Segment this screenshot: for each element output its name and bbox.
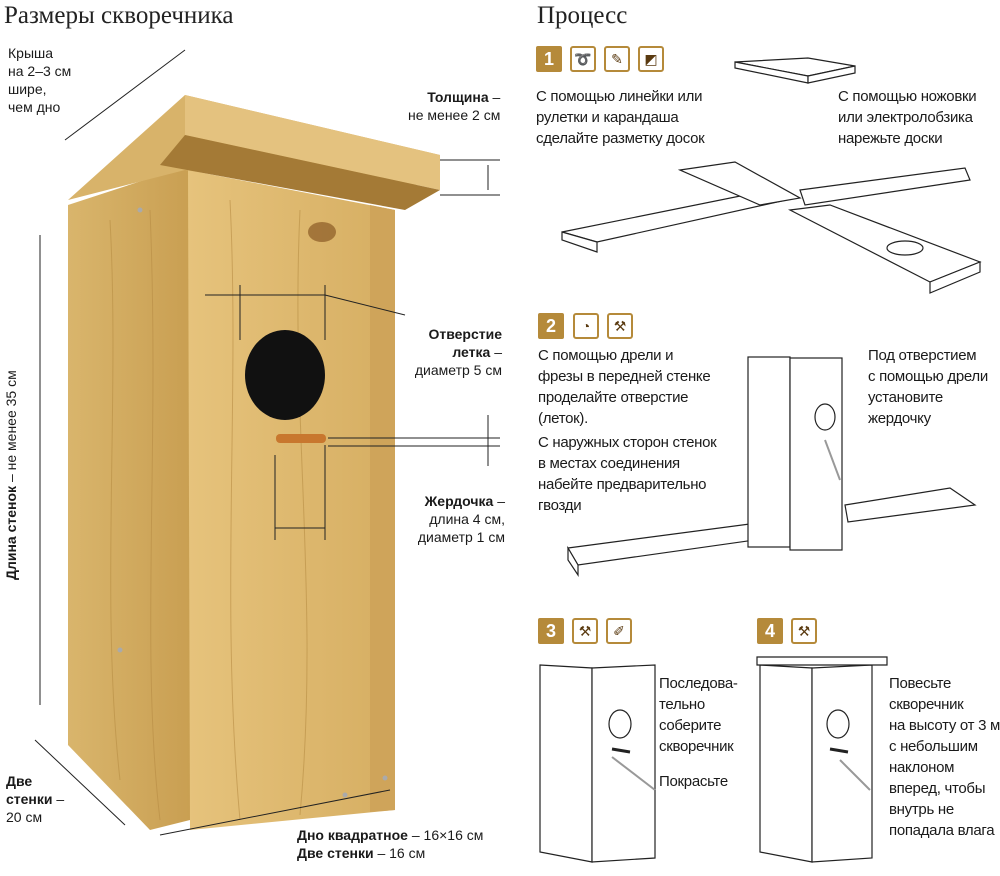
text-line: скворечник — [889, 696, 964, 713]
two-walls-bottom-value: – 16 см — [373, 845, 426, 861]
dash: – — [488, 89, 501, 105]
text-line: с небольшим — [889, 738, 978, 755]
text-line: с помощью дрели — [868, 368, 988, 385]
text-line: тельно — [659, 696, 705, 713]
text-line: фрезы в передней стенке — [538, 368, 711, 385]
two-walls-left-label: Две стенки – 20 см — [6, 772, 64, 826]
hole-label: Отверстие летка – диаметр 5 см — [405, 325, 502, 379]
hammer-icon: ⚒ — [572, 618, 598, 644]
two-walls-value: 20 см — [6, 809, 43, 825]
text-line: наклоном — [889, 759, 955, 776]
bottom-title: Дно квадратное — [297, 827, 408, 843]
pencil-icon: ✎ — [604, 46, 630, 72]
text-line: проделайте отверстие — [538, 389, 689, 406]
dash: – — [490, 344, 502, 360]
perch-length: длина 4 см, — [429, 511, 505, 527]
perch — [276, 434, 326, 443]
text-line: Под отверстием — [868, 347, 977, 364]
step-3-text: Последова- тельно соберите скворечник По… — [659, 673, 738, 792]
two-walls-title-2: стенки — [6, 791, 53, 807]
step-4-text: Повесьте скворечник на высоту от 3 м с н… — [889, 673, 1000, 841]
hammer-icon: ⚒ — [791, 618, 817, 644]
text-line: нарежьте доски — [838, 130, 943, 147]
bottom-value: – 16×16 см — [407, 827, 484, 843]
step-1-text-a: С помощью линейки или рулетки и карандаш… — [536, 86, 705, 149]
two-walls-bottom-title: Две стенки — [297, 845, 374, 861]
text-line: внутрь не — [889, 801, 954, 818]
thickness-label: Толщина – не менее 2 см — [408, 88, 500, 124]
text-line: С наружных сторон стенок — [538, 434, 717, 451]
roof-line: шире, — [8, 81, 47, 97]
birdhouse-illustration — [34, 49, 500, 836]
text-line: в местах соединения — [538, 455, 680, 472]
thickness-title: Толщина — [427, 89, 489, 105]
hole-value: диаметр 5 см — [414, 362, 502, 378]
text-line: С помощью линейки или — [536, 88, 703, 105]
wall-length-value: – не менее 35 см — [3, 370, 19, 486]
text-line: Покрасьте — [659, 773, 728, 790]
side-wall — [68, 165, 190, 830]
text-line: Последова- — [659, 675, 738, 692]
text-line: набейте предварительно — [538, 476, 707, 493]
text-line: попадала влага — [889, 822, 995, 839]
step-4-badge: 4 — [757, 618, 783, 644]
text-line: сделайте разметку досок — [536, 130, 705, 147]
text-line: на высоту от 3 м — [889, 717, 1000, 734]
saw-icon: ◩ — [638, 46, 664, 72]
text-line: рулетки и карандаша — [536, 109, 679, 126]
perch-diameter: диаметр 1 см — [417, 529, 505, 545]
step-2-text-a: С помощью дрели и фрезы в передней стенк… — [538, 345, 717, 516]
step-1-text-b: С помощью ножовки или электролобзика нар… — [838, 86, 977, 149]
right-title: Процесс — [537, 2, 628, 29]
text-line: установите — [868, 389, 943, 406]
text-line: соберите — [659, 717, 722, 734]
hammer-icon: ⚒ — [607, 313, 633, 339]
step-1-badge: 1 — [536, 46, 562, 72]
roof-label: Крыша на 2–3 см шире, чем дно — [8, 44, 71, 116]
hole-title-2: летка — [452, 344, 491, 360]
hole-title: Отверстие — [428, 326, 502, 342]
text-line: С помощью ножовки — [838, 88, 977, 105]
step-2-badge: 2 — [538, 313, 564, 339]
text-line: вперед, чтобы — [889, 780, 986, 797]
two-walls-title: Две — [6, 773, 33, 789]
drill-icon: ◔ — [573, 313, 599, 339]
text-line: гвозди — [538, 497, 582, 514]
dash: – — [493, 493, 505, 509]
bottom-label: Дно квадратное – 16×16 см Две стенки – 1… — [297, 826, 483, 862]
roof-line: Крыша — [8, 45, 54, 61]
left-title: Размеры скворечника — [4, 2, 234, 29]
text-line: (леток). — [538, 410, 588, 427]
roof-line: чем дно — [8, 99, 61, 115]
perch-title: Жердочка — [424, 493, 494, 509]
front-wall — [188, 170, 395, 830]
entrance-hole — [245, 330, 325, 420]
tape-measure-icon: ➰ — [570, 46, 596, 72]
text-line: или электролобзика — [838, 109, 973, 126]
perch-label: Жердочка – длина 4 см, диаметр 1 см — [405, 492, 505, 546]
step-3-badge: 3 — [538, 618, 564, 644]
text-line: жердочку — [868, 410, 931, 427]
text-line: скворечник — [659, 738, 734, 755]
text-line: Повесьте — [889, 675, 952, 692]
dash: – — [52, 791, 65, 807]
roof-line: на 2–3 см — [8, 63, 72, 79]
wall-length-label: Длина стенок – не менее 35 см — [2, 340, 20, 580]
wall-length-title: Длина стенок — [3, 485, 19, 580]
step-2-text-b: Под отверстием с помощью дрели установит… — [868, 345, 988, 429]
brush-icon: ✐ — [606, 618, 632, 644]
thickness-value: не менее 2 см — [408, 107, 501, 123]
text-line: С помощью дрели и — [538, 347, 674, 364]
